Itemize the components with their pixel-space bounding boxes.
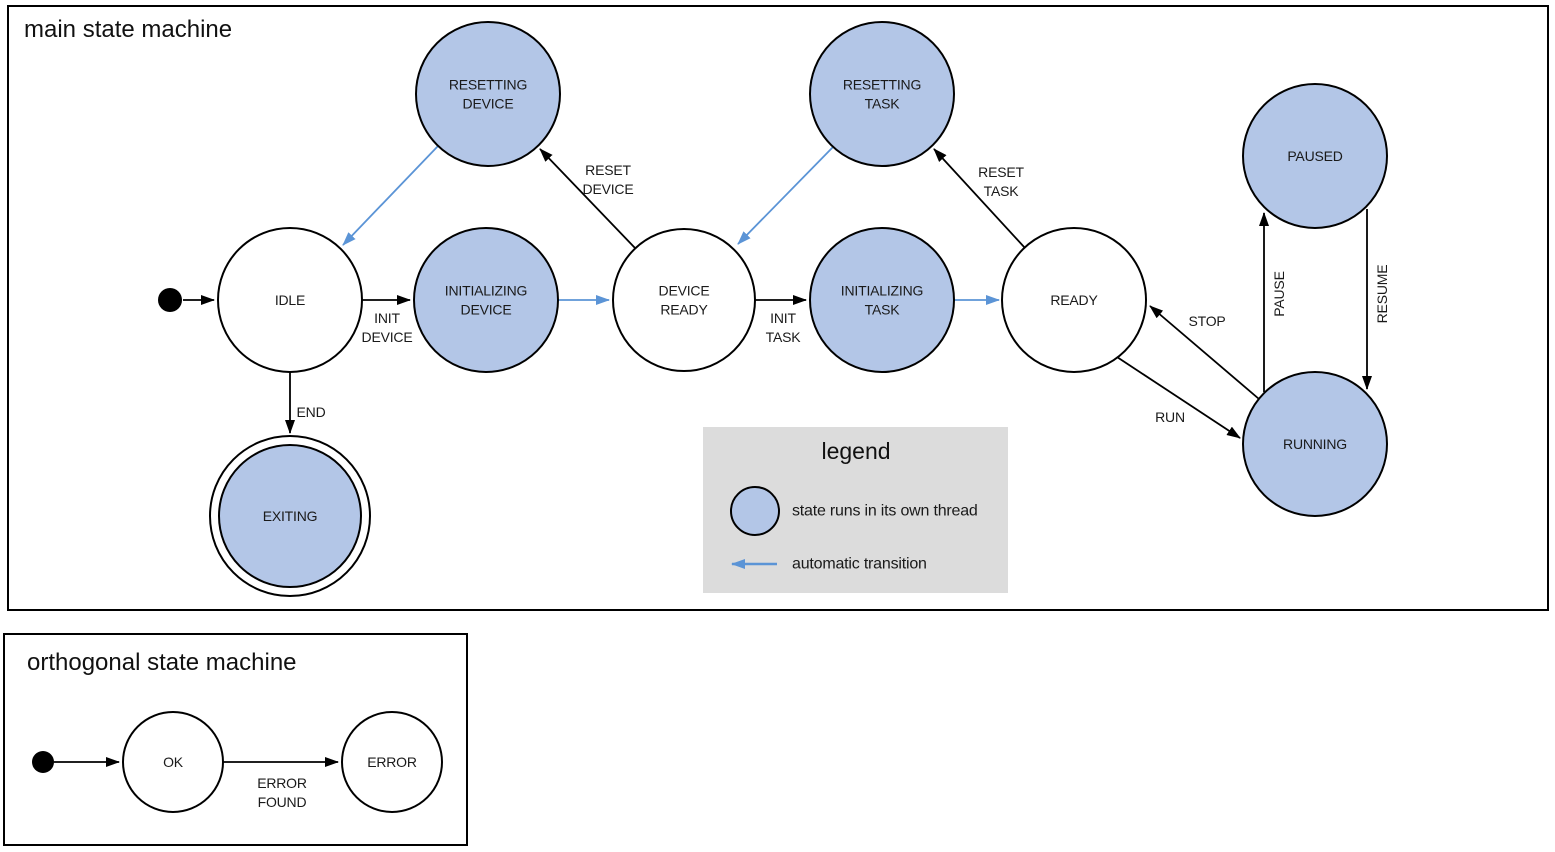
transition-error-found-label: ERROR <box>257 775 307 791</box>
legend-thread-state-icon <box>730 486 780 536</box>
state-running-circle <box>1242 371 1388 517</box>
frame-orthogonal-title: orthogonal state machine <box>27 649 297 676</box>
transition-auto-to-device-ready-2-line <box>737 146 834 245</box>
transition-init-task-label: INIT <box>770 310 796 326</box>
transition-run-label: RUN <box>1155 409 1185 425</box>
frame-orthogonal-border <box>3 633 468 846</box>
state-idle-label: IDLE <box>275 292 305 308</box>
state-exiting-circle <box>218 444 362 588</box>
transition-auto-to-idle-line <box>342 145 439 246</box>
state-initializing-device-label: INITIALIZING <box>445 283 527 299</box>
state-resetting-device-label: DEVICE <box>463 96 514 112</box>
transition-stop-line <box>1149 305 1260 400</box>
transition-error-found-label: FOUND <box>258 794 307 810</box>
state-resetting-device-label: RESETTING <box>449 77 527 93</box>
state-initializing-device-label: DEVICE <box>461 302 512 318</box>
transition-init-device-label: INIT <box>374 310 400 326</box>
frame-main-border <box>7 5 1549 611</box>
state-idle-circle <box>217 227 363 373</box>
transition-init-device-label: DEVICE <box>362 329 413 345</box>
state-resetting-device-circle <box>415 21 561 167</box>
state-device-ready-label: DEVICE <box>659 283 710 299</box>
state-paused-circle <box>1242 83 1388 229</box>
transition-end-label: END <box>297 404 326 420</box>
frame-main-title: main state machine <box>24 16 232 43</box>
legend-item-label: automatic transition <box>792 556 927 573</box>
legend-item-label: state runs in its own thread <box>792 503 978 520</box>
legend-title: legend <box>821 438 890 464</box>
state-initializing-device-circle <box>413 227 559 373</box>
transition-run-line <box>1116 356 1241 439</box>
state-initializing-task-circle <box>809 227 955 373</box>
transition-stop-label: STOP <box>1188 313 1225 329</box>
state-ok-circle <box>122 711 224 813</box>
state-exiting-label: EXITING <box>263 508 318 524</box>
state-device-ready-label: READY <box>660 302 708 318</box>
state-error-label: ERROR <box>367 754 417 770</box>
transition-reset-task-label: TASK <box>984 183 1020 199</box>
transition-resume-label: RESUME <box>1374 265 1390 324</box>
transition-reset-device-line <box>539 148 636 249</box>
transition-reset-task-line <box>933 148 1026 249</box>
state-initializing-task-label: INITIALIZING <box>841 283 923 299</box>
state-error-circle <box>341 711 443 813</box>
state-device-ready-circle <box>612 228 756 372</box>
transition-init-task-label: TASK <box>766 329 802 345</box>
transition-reset-device-label: DEVICE <box>583 181 634 197</box>
state-resetting-task-circle <box>809 21 955 167</box>
transition-pause-label: PAUSE <box>1271 271 1287 316</box>
transition-reset-device-label: RESET <box>585 162 631 178</box>
initial-state-dot <box>32 751 54 773</box>
initial-state-dot <box>158 288 182 312</box>
transition-reset-task-label: RESET <box>978 164 1024 180</box>
state-running-label: RUNNING <box>1283 436 1347 452</box>
state-initializing-task-label: TASK <box>865 302 901 318</box>
state-resetting-task-label: TASK <box>865 96 901 112</box>
state-resetting-task-label: RESETTING <box>843 77 921 93</box>
state-ready-label: READY <box>1050 292 1098 308</box>
state-ok-label: OK <box>163 754 184 770</box>
state-paused-label: PAUSED <box>1287 148 1342 164</box>
state-ready-circle <box>1001 227 1147 373</box>
